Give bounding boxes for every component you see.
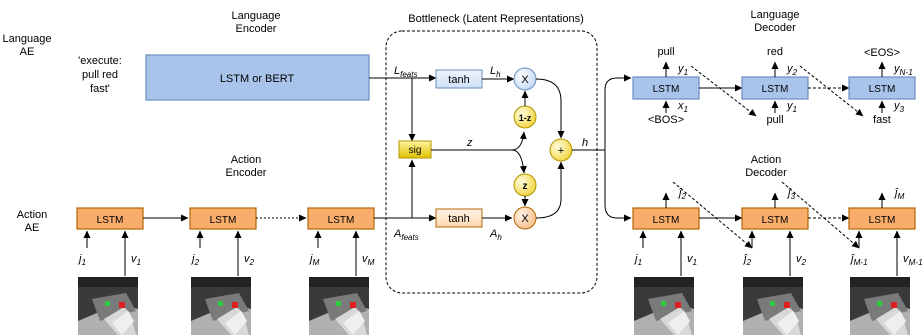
decoder-output-token: red [767, 46, 783, 58]
lstm-label: LSTM [653, 84, 680, 95]
bottleneck-title: Bottleneck (Latent Representations) [408, 13, 584, 25]
svg-text:LSTM: LSTM [97, 215, 124, 226]
vision-input-label: v1 [131, 253, 141, 267]
decoder-input-symbol: y3 [893, 100, 905, 114]
scene-thumbnail [634, 277, 694, 335]
decoder-output-symbol: yN-1 [893, 63, 913, 77]
lstm-label: LSTM [653, 215, 680, 226]
lstm-or-bert-label: LSTM or BERT [220, 73, 295, 85]
svg-text:Lh: Lh [490, 65, 501, 79]
decoder-output-token: pull [657, 46, 674, 58]
decoder-output-symbol: y1 [677, 63, 688, 77]
lstm-label: LSTM [869, 84, 896, 95]
tanh-language-label: tanh [448, 74, 469, 86]
scene-thumbnail [78, 277, 138, 335]
vision-input-label: v2 [244, 253, 255, 267]
svg-text:LSTM: LSTM [210, 215, 237, 226]
decoder-vision-input: v1 [687, 253, 697, 267]
svg-text:LSTM: LSTM [328, 215, 355, 226]
tanh-action-label: tanh [448, 213, 469, 225]
a-h-label: Ah [489, 228, 502, 242]
scene-thumbnail [743, 277, 803, 335]
lstm-label: LSTM [762, 84, 789, 95]
decoder-input-symbol: y1 [786, 100, 797, 114]
joint-input-label: j1 [77, 253, 86, 267]
svg-text:+: + [558, 145, 564, 157]
decoder-joint-output: ĵ3 [786, 187, 795, 201]
joint-input-label: j2 [190, 253, 199, 267]
decoder-joint-input: j1 [633, 253, 642, 267]
z-label: z [466, 137, 473, 149]
scene-thumbnail [191, 277, 251, 335]
decoder-input-token: <BOS> [648, 114, 684, 126]
joint-input-label: jM [308, 253, 319, 267]
lstm-or-bert-block [145, 54, 370, 101]
scene-thumbnail [850, 277, 910, 335]
decoder-vision-input: vM-1 [903, 253, 923, 267]
decoder-output-symbol: y2 [786, 63, 798, 77]
l-h-label: Lh [490, 65, 501, 79]
lstm-label: LSTM [762, 215, 789, 226]
svg-text:Ah: Ah [489, 228, 502, 242]
l-feats-label: Lfeats [394, 65, 417, 79]
svg-text:Afeats: Afeats [393, 228, 419, 242]
decoder-joint-input: ĵ2 [742, 253, 751, 267]
decoder-joint-output: ĵ2 [677, 187, 686, 201]
scene-thumbnail [309, 277, 369, 335]
sig-label: sig [409, 145, 422, 156]
h-label: h [582, 137, 588, 149]
decoder-input-symbol: x1 [677, 100, 688, 114]
vision-input-label: vM [362, 253, 375, 267]
decoder-output-token: <EOS> [864, 47, 900, 59]
decoder-input-token: fast [873, 114, 891, 126]
lstm-label: LSTM [869, 215, 896, 226]
decoder-joint-output: ĵM [893, 187, 904, 201]
svg-text:X: X [521, 74, 529, 86]
svg-text:Lfeats: Lfeats [394, 65, 417, 79]
decoder-joint-input: ĵM-1 [849, 253, 868, 267]
svg-text:1-z: 1-z [519, 113, 532, 123]
decoder-input-token: pull [766, 114, 783, 126]
a-feats-label: Afeats [393, 228, 419, 242]
svg-text:z: z [523, 181, 528, 192]
decoder-vision-input: v2 [796, 253, 807, 267]
svg-text:X: X [521, 213, 529, 225]
bottleneck-region [385, 30, 598, 294]
